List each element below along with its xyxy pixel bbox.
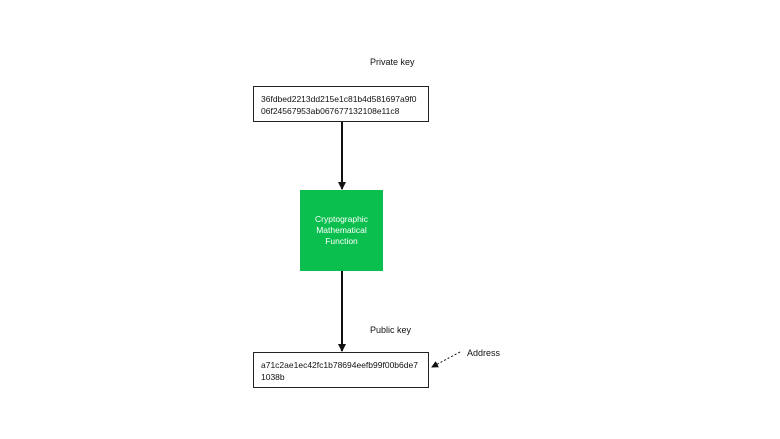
arrow-address-to-public (431, 351, 461, 368)
crypto-function-line-2: Mathematical (316, 225, 367, 235)
public-key-box: a71c2ae1ec42fc1b78694eefb99f00b6de71038b (253, 352, 429, 388)
crypto-function-text: Cryptographic Mathematical Function (315, 214, 368, 247)
public-key-label: Public key (370, 325, 412, 335)
crypto-function-line-1: Cryptographic (315, 214, 368, 224)
crypto-function-box: Cryptographic Mathematical Function (300, 190, 383, 271)
public-key-value: a71c2ae1ec42fc1b78694eefb99f00b6de71038b (261, 360, 418, 382)
private-key-value: 36fdbed2213dd215e1c81b4d581697a9f006f245… (261, 94, 417, 116)
private-key-box: 36fdbed2213dd215e1c81b4d581697a9f006f245… (253, 86, 429, 122)
private-key-label: Private key (370, 57, 415, 67)
address-label: Address (467, 348, 501, 358)
crypto-function-line-3: Function (325, 236, 358, 246)
